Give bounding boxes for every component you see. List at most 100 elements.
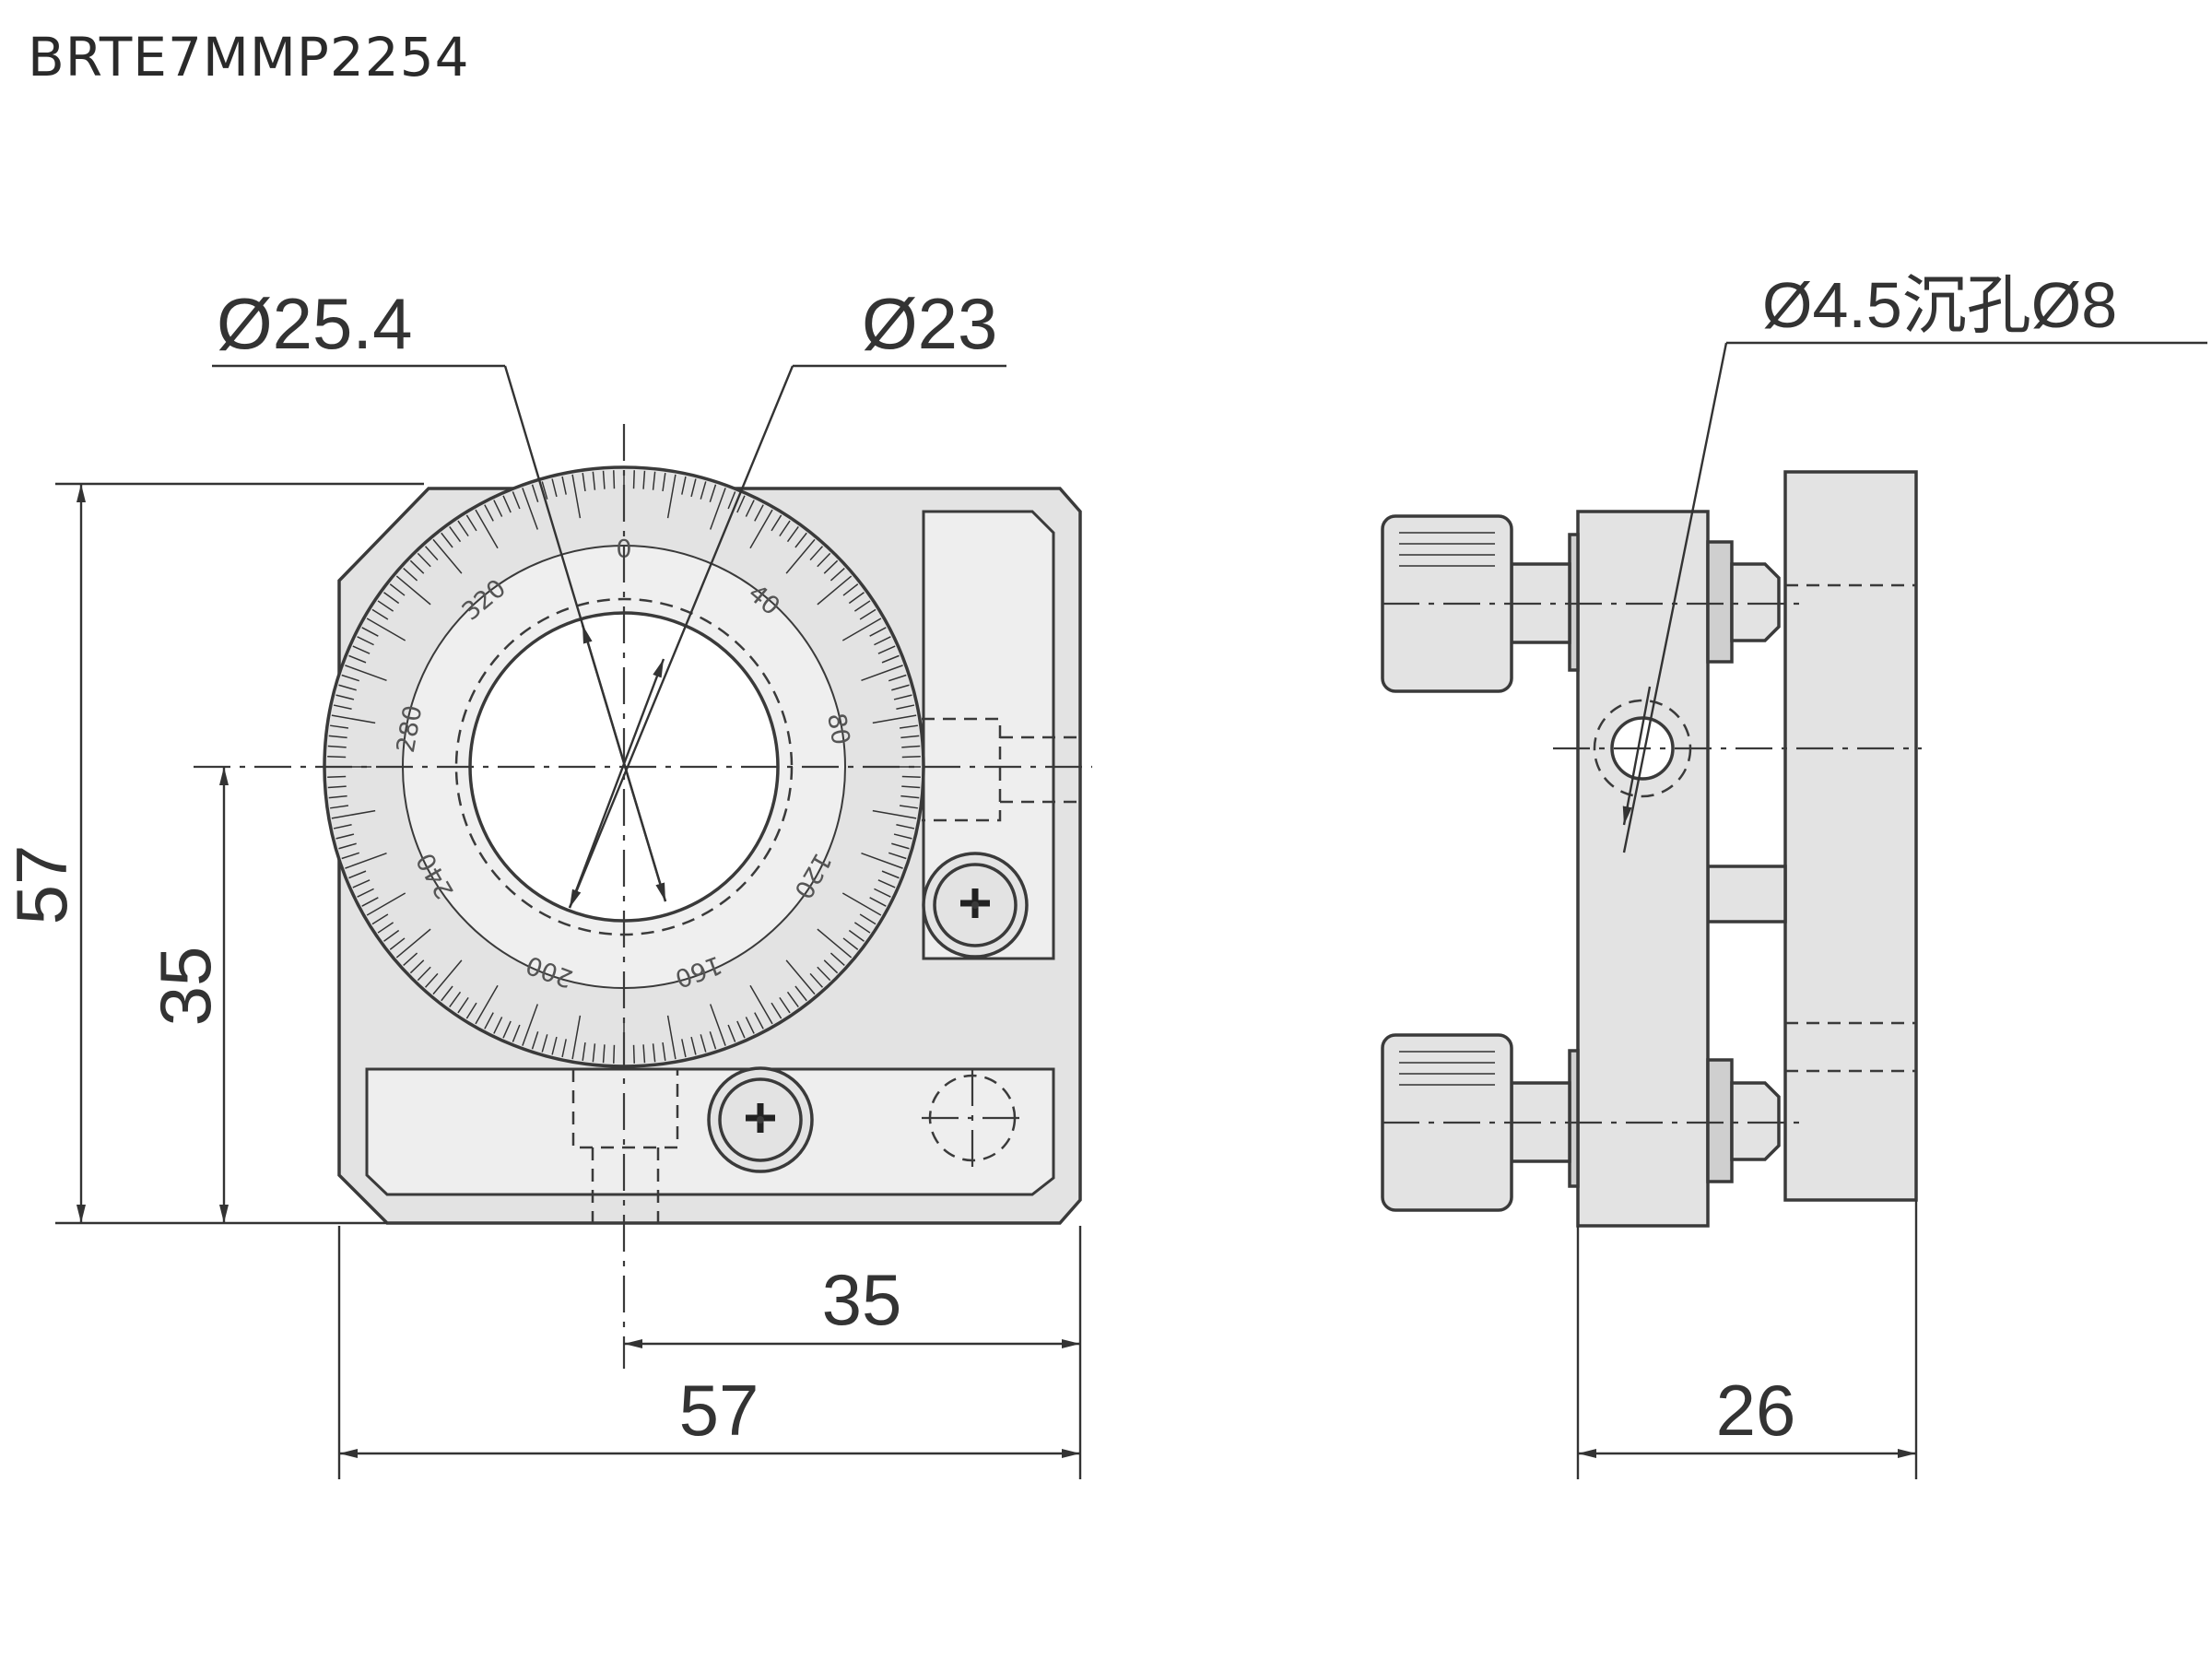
dial-tick: [710, 488, 726, 530]
dial-tick: [874, 888, 891, 898]
dial-tick: [328, 735, 347, 739]
dial-tick: [502, 1020, 512, 1039]
dial-tick: [872, 809, 917, 819]
dial-tick: [869, 627, 887, 637]
dial-tick: [848, 592, 865, 605]
dial-tick: [872, 714, 917, 724]
dial-tick: [335, 694, 355, 700]
dial-tick: [736, 1020, 746, 1039]
dial-tick: [484, 504, 494, 522]
dial-tick: [779, 996, 791, 1014]
dial-tick: [361, 627, 379, 637]
dial-tick: [493, 1017, 503, 1034]
dial-tick: [493, 500, 503, 517]
dial-tick: [417, 966, 431, 982]
dial-tick: [395, 928, 431, 959]
dial-tick: [893, 694, 912, 700]
center-height-35-label: 35: [145, 947, 226, 1027]
dial-tick: [710, 1004, 726, 1046]
rear-plate: [1783, 470, 1918, 1202]
dial-tick: [602, 470, 606, 489]
width-57-label: 57: [679, 1370, 759, 1451]
dial-tick: [475, 509, 499, 549]
dial-tick: [341, 674, 360, 682]
dial-tick: [891, 842, 910, 850]
counterbore-hole: Ø4.5沉孔Ø8: [1553, 269, 2207, 853]
dial-tick: [327, 775, 347, 778]
dial-tick: [690, 1036, 697, 1055]
diameter-23-callout: Ø23: [568, 283, 1006, 909]
dial-tick: [861, 853, 903, 869]
dial-tick: [690, 478, 697, 498]
dial-tick: [736, 495, 746, 513]
dial-tick: [877, 879, 896, 888]
dial-tick: [817, 552, 831, 568]
dial-tick: [841, 892, 882, 916]
dial-tick: [457, 520, 469, 537]
dial-tick: [896, 824, 915, 830]
dial-tick: [861, 665, 903, 681]
dial-tick: [613, 1044, 616, 1064]
dial-tick: [383, 592, 400, 605]
adjuster-knob-bottom: [1381, 1033, 1806, 1212]
dial-tick: [345, 665, 387, 681]
dial-tick: [891, 684, 910, 691]
dial-tick: [582, 473, 586, 492]
dial-tick: [409, 559, 425, 574]
dial-tick: [823, 559, 839, 574]
dial-tick: [727, 1024, 736, 1042]
dial-tick: [330, 805, 349, 809]
dial-tick: [817, 928, 853, 959]
dial-tick: [771, 1002, 782, 1019]
dial-tick: [348, 654, 367, 664]
dial-tick: [823, 959, 839, 974]
dial-tick: [779, 520, 791, 537]
dial-tick: [786, 526, 799, 543]
width-57-dimension: 57: [337, 1226, 1080, 1479]
dial-tick: [841, 618, 882, 641]
dial-tick: [830, 952, 845, 967]
dial-tick: [357, 636, 374, 646]
dial-tick: [901, 775, 921, 778]
dial-tick: [522, 1004, 538, 1046]
diameter-25-4-label: Ø25.4: [217, 283, 412, 364]
dial-tick: [592, 471, 596, 490]
dial-tick: [531, 484, 539, 503]
height-57-dimension: 57: [1, 482, 424, 1225]
dial-tick: [749, 984, 773, 1025]
dial-tick: [754, 504, 764, 522]
dial-tick: [602, 1044, 606, 1064]
dial-tick: [551, 1036, 558, 1055]
dial-tick: [403, 567, 418, 582]
dial-tick: [853, 600, 871, 612]
dial-tick: [901, 756, 921, 759]
dial-tick: [666, 474, 677, 519]
dial-tick: [709, 484, 717, 503]
dial-tick: [632, 1044, 635, 1064]
front-plate: [1576, 510, 1710, 1228]
dial-tick: [681, 1039, 687, 1058]
dial-tick: [700, 1034, 707, 1053]
dial-tick: [642, 1044, 646, 1064]
dial-tick: [371, 913, 389, 925]
dial-tick: [551, 478, 558, 498]
dial-tick: [345, 853, 387, 869]
center-offset-35-label: 35: [822, 1259, 902, 1340]
dial-tick: [899, 805, 918, 809]
connecting-pin: [1706, 865, 1787, 924]
dial-tick: [830, 567, 845, 582]
dial-tick: [571, 1015, 582, 1060]
dial-tick: [352, 879, 371, 888]
dial-tick: [424, 546, 439, 561]
dial-tick: [389, 937, 406, 950]
dial-tick: [449, 991, 462, 1007]
center-height-35-dimension: 35: [145, 767, 229, 1223]
dial-tick: [842, 937, 859, 950]
dial-tick: [745, 1017, 755, 1034]
bottom-hidden-hole: [571, 1069, 679, 1223]
dial-tick: [859, 913, 877, 925]
dial-tick: [642, 470, 646, 489]
dial-tick: [389, 583, 406, 596]
